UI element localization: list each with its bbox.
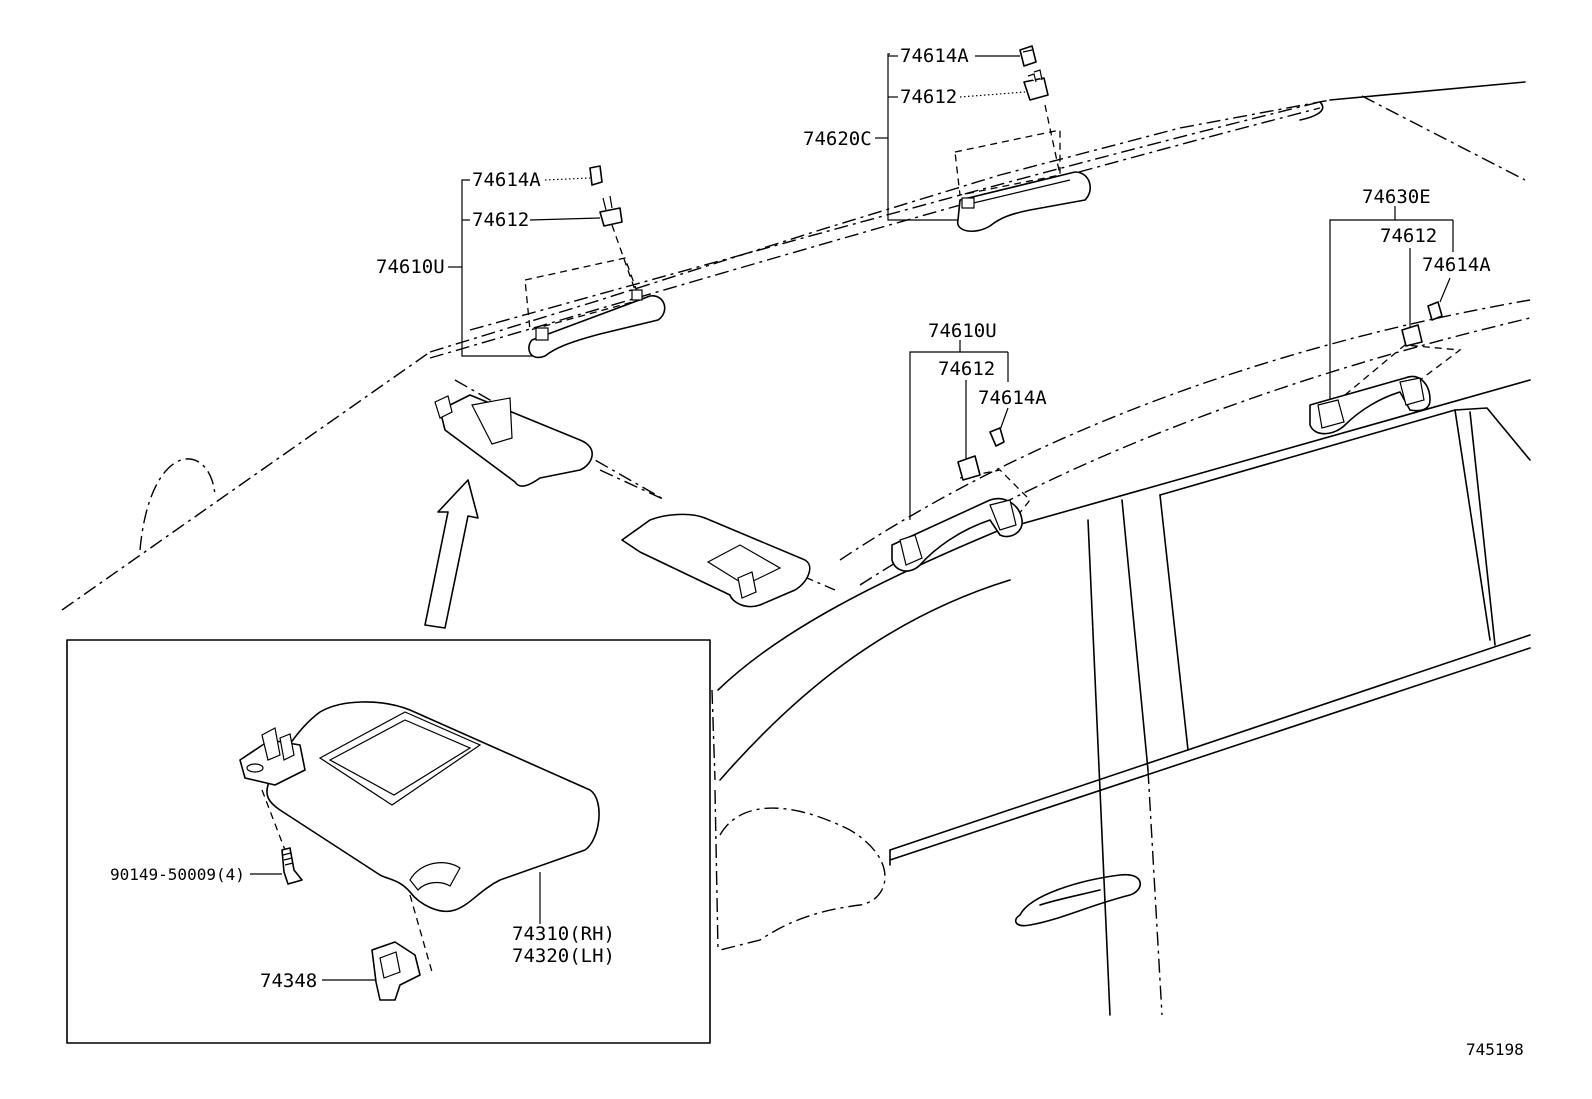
- label-74612-mid: 74612: [938, 358, 995, 380]
- label-74612-rear: 74612: [1380, 225, 1437, 247]
- label-74614a-top: 74614A: [900, 45, 969, 67]
- label-74610u-left: 74610U: [376, 256, 445, 278]
- label-74612-left: 74612: [472, 209, 529, 231]
- vehicle-body-outline: [61, 81, 1531, 1016]
- label-74348: 74348: [260, 970, 317, 992]
- sun-visor-roof-lh: [621, 513, 811, 608]
- label-74310-rh: 74310(RH): [512, 923, 615, 945]
- leader-lines: [250, 53, 1454, 981]
- label-74630e: 74630E: [1362, 186, 1431, 208]
- figure-id: 745198: [1466, 1040, 1524, 1059]
- label-74320-lh: 74320(LH): [512, 945, 615, 967]
- label-74610u-mid: 74610U: [928, 320, 997, 342]
- sun-visor-roof-rh: [434, 394, 593, 487]
- assist-grip-top: [954, 45, 1091, 233]
- label-74614a-left: 74614A: [472, 169, 541, 191]
- assist-grip-mid: [891, 427, 1031, 572]
- label-74620c: 74620C: [803, 128, 872, 150]
- label-90149-50009: 90149-50009(4): [110, 865, 245, 884]
- assist-grip-left: [524, 165, 666, 359]
- label-74612-top: 74612: [900, 86, 957, 108]
- assist-grip-rear: [1309, 301, 1462, 435]
- label-74614a-rear: 74614A: [1422, 254, 1491, 276]
- part-labels: 74614A 74612 74620C 74614A 74612 74610U …: [110, 45, 1524, 1059]
- detail-arrow: [424, 479, 479, 629]
- detail-box: [66, 639, 711, 1044]
- label-74614a-mid: 74614A: [978, 387, 1047, 409]
